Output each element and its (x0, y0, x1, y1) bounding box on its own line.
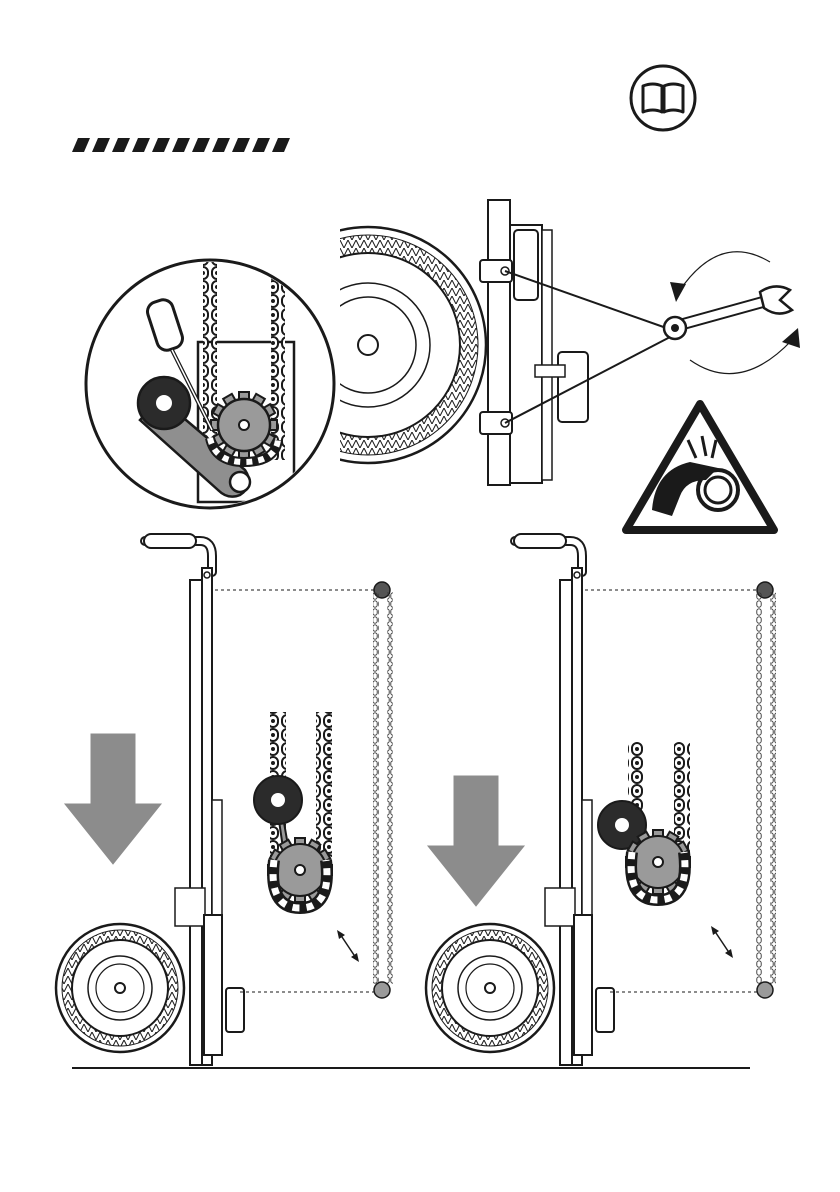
detail-zoom-circle (86, 260, 334, 508)
caution-stripe-segment (112, 138, 130, 152)
bottom-sprocket (757, 982, 773, 998)
caution-stripe-segment (272, 138, 290, 152)
panel-tension-released (426, 534, 776, 1065)
wrench-icon (664, 286, 792, 339)
caution-stripe-segment (212, 138, 230, 152)
caution-stripe-segment (232, 138, 250, 152)
panel-tension-applied (56, 534, 393, 1065)
adjust-direction-arrow (340, 934, 356, 958)
bottom-sprocket (374, 982, 390, 998)
caution-stripe-segment (132, 138, 150, 152)
mast (560, 580, 572, 1065)
handle-grip (514, 534, 566, 548)
adjust-direction-arrow (714, 930, 730, 954)
rotate-ccw-arrow-icon (670, 252, 770, 302)
caution-stripe-segment (252, 138, 270, 152)
caution-stripe-segment (92, 138, 110, 152)
hand-entanglement-warning-icon (626, 404, 774, 530)
caution-stripe-segment (72, 138, 90, 152)
caution-stripe-segment (192, 138, 210, 152)
long-chain (373, 592, 379, 984)
caution-stripe-segment (152, 138, 170, 152)
press-down-arrow-icon (428, 776, 524, 906)
press-down-arrow-icon (65, 734, 161, 864)
mast (190, 580, 202, 1065)
long-chain (756, 592, 762, 984)
caution-stripe-segment (172, 138, 190, 152)
caution-stripe (72, 138, 290, 152)
rotate-cw-arrow-icon (690, 328, 800, 374)
book-icon (631, 66, 695, 130)
handle-grip (144, 534, 196, 548)
